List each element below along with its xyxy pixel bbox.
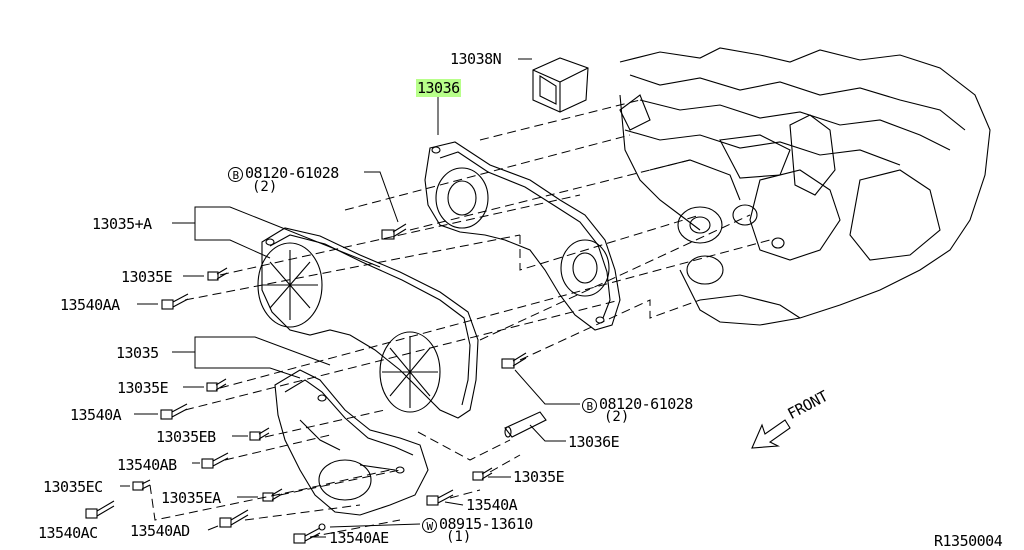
label-bolt-right-number: 08120-61028 — [599, 395, 693, 413]
label-bolt-right-qty: (2) — [604, 409, 630, 425]
label-13540ae: 13540AE — [329, 529, 389, 547]
label-13036: 13036 — [416, 79, 461, 97]
label-13540aa: 13540AA — [60, 296, 120, 314]
label-13036-text: 13036 — [416, 79, 461, 97]
front-arrow-icon — [751, 419, 791, 449]
label-13540ab: 13540AB — [117, 456, 177, 474]
dowel-13036e-drawing — [504, 411, 547, 438]
label-13035e-mid: 13035E — [117, 379, 169, 397]
circle-w-icon: W — [422, 518, 437, 533]
label-13540a-right: 13540A — [466, 496, 518, 514]
circle-b-icon: B — [228, 167, 243, 182]
label-13035ea: 13035EA — [161, 489, 221, 507]
label-washer-qty: (1) — [446, 529, 472, 545]
label-13035e-right: 13035E — [513, 468, 565, 486]
assembly-dashed-lines — [149, 99, 771, 538]
label-13035ec: 13035EC — [43, 478, 103, 496]
front-cover-lower-drawing — [274, 369, 429, 516]
label-13035a: 13035+A — [92, 215, 152, 233]
label-13038n: 13038N — [450, 50, 502, 68]
label-13540ac: 13540AC — [38, 524, 98, 542]
reference-code: R1350004 — [934, 532, 1003, 550]
label-13540ad: 13540AD — [130, 522, 190, 540]
part-13038n-drawing — [532, 57, 589, 113]
label-washer-number: 08915-13610 — [439, 515, 533, 533]
label-13035eb: 13035EB — [156, 428, 216, 446]
label-13035: 13035 — [116, 344, 159, 362]
engine-block-drawing — [619, 47, 991, 326]
rear-cover-13036-drawing — [424, 141, 621, 331]
label-bolt-top-qty: (2) — [252, 179, 278, 195]
label-13035e-top: 13035E — [121, 268, 173, 286]
label-13540a-left: 13540A — [70, 406, 122, 424]
label-13036e: 13036E — [568, 433, 620, 451]
bolt-drawings — [85, 223, 527, 544]
leader-lines — [120, 58, 580, 538]
circle-b-icon: B — [582, 398, 597, 413]
front-cover-upper-drawing — [257, 227, 479, 419]
label-bolt-top-number: 08120-61028 — [245, 164, 339, 182]
